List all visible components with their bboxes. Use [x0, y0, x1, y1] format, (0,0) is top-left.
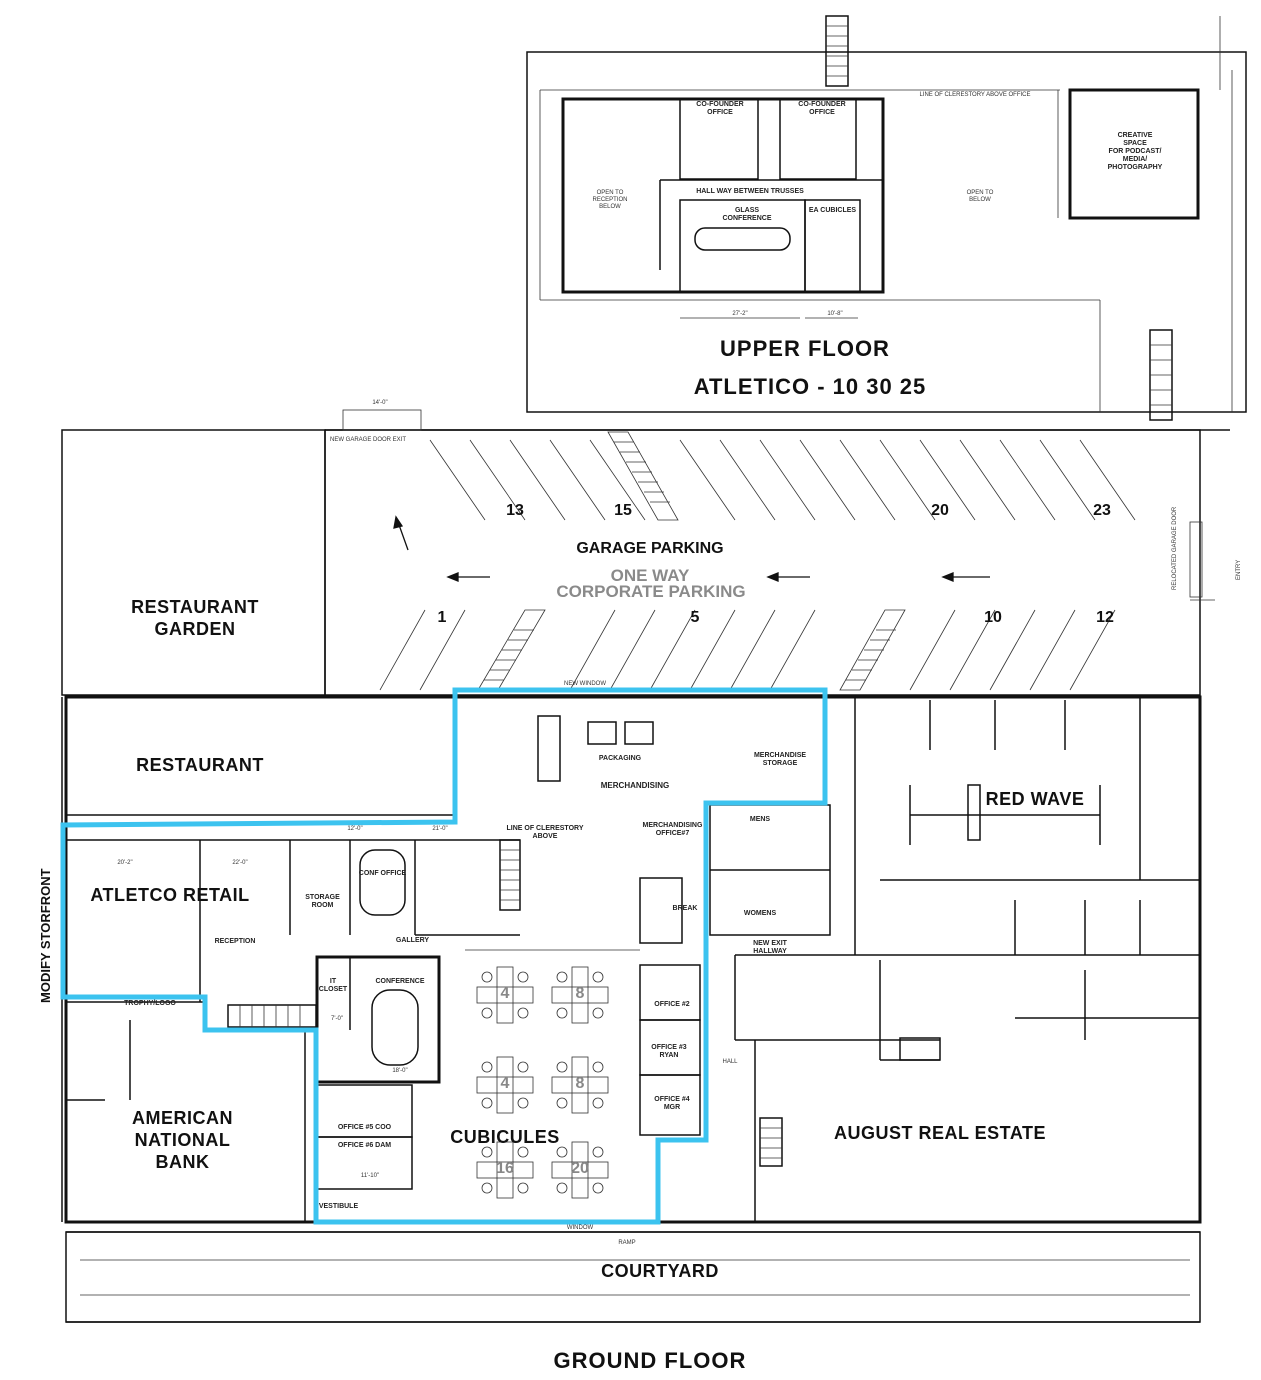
stall-23: 23: [1093, 502, 1111, 519]
hall-label: HALL: [722, 1059, 738, 1065]
packaging: PACKAGING: [598, 755, 642, 762]
cubicle-clusters: [476, 966, 609, 1199]
cubicle-count-16: 16: [496, 1160, 514, 1177]
cubicle-count-8a: 8: [575, 985, 585, 1002]
upper-floor-plan: [526, 15, 1247, 421]
it-closet: IT CLOSET: [318, 978, 348, 993]
new-window-label: NEW WINDOW: [564, 681, 606, 687]
garage-plan: [324, 409, 1230, 696]
restaurant-garden: RESTAURANT GARDEN: [131, 597, 259, 639]
ramp-label: RAMP: [618, 1240, 636, 1246]
window-label: WINDOW: [566, 1225, 594, 1231]
one-way-label: ONE WAY: [610, 566, 690, 585]
office-5-coo: OFFICE #5 COO: [337, 1124, 392, 1131]
new-garage-door-exit: NEW GARAGE DOOR EXIT: [330, 437, 407, 443]
cofounder-office-2: CO-FOUNDER OFFICE: [798, 101, 846, 116]
merchandise-storage: MERCHANDISE STORAGE: [753, 752, 807, 767]
stall-13: 13: [506, 502, 524, 519]
reception: RECEPTION: [214, 938, 256, 945]
red-wave: RED WAVE: [985, 789, 1085, 809]
dim-7-0: 7'-0": [331, 1016, 343, 1022]
relocated-garage-door: RELOCATED GARAGE DOOR: [1172, 506, 1178, 590]
american-national-bank: AMERICAN NATIONAL BANK: [132, 1108, 233, 1172]
ground-floor-plan: [61, 429, 1215, 1323]
merchandising: MERCHANDISING: [600, 781, 670, 790]
glass-conference: GLASS CONFERENCE: [722, 207, 772, 222]
conference-room: CONFERENCE: [375, 978, 425, 985]
office-2: OFFICE #2: [654, 1001, 690, 1008]
upper-floor-title: UPPER FLOOR: [720, 336, 890, 361]
womens-restroom: WOMENS: [743, 910, 777, 917]
office-3-ryan: OFFICE #3 RYAN: [651, 1044, 687, 1059]
cubicle-count-8b: 8: [575, 1075, 585, 1092]
dim-20-2: 20'-2": [117, 860, 133, 866]
garage-parking-title: GARAGE PARKING: [576, 540, 724, 557]
stall-12: 12: [1096, 609, 1114, 626]
atletco-retail: ATLETCO RETAIL: [90, 885, 250, 905]
creative-space: CREATIVE SPACE FOR PODCAST/ MEDIA/ PHOTO…: [1107, 132, 1163, 171]
august-real-estate: AUGUST REAL ESTATE: [833, 1123, 1046, 1143]
dim-18-0: 18'-0": [392, 1068, 408, 1074]
new-exit-hallway: NEW EXIT HALLWAY: [753, 940, 787, 955]
stall-5: 5: [690, 609, 700, 626]
storage-room: STORAGE ROOM: [305, 894, 340, 909]
vestibule: VESTIBULE: [318, 1203, 359, 1210]
dim-12-0: 12'-0": [347, 826, 363, 832]
office-6-dam: OFFICE #6 DAM: [337, 1142, 392, 1149]
dim-21-0: 21'-0": [432, 826, 448, 832]
break-room: BREAK: [672, 905, 698, 912]
stall-15: 15: [614, 502, 632, 519]
clerestory-ground: LINE OF CLERESTORY ABOVE: [506, 825, 584, 840]
upper-floor-subtitle: ATLETICO - 10 30 25: [693, 374, 927, 399]
atletico-highlight-boundary: [60, 687, 828, 1225]
dim-22-0: 22'-0": [232, 860, 248, 866]
ground-floor-title: GROUND FLOOR: [553, 1348, 747, 1373]
open-to-reception: OPEN TO RECEPTION BELOW: [592, 190, 628, 210]
trophy-logo: TROPHY/LOGO: [124, 1000, 176, 1007]
dim-11-10: 11'-10": [360, 1173, 380, 1179]
dim-27-2: 27'-2": [732, 311, 748, 317]
corporate-parking-label: CORPORATE PARKING: [556, 582, 746, 601]
stall-1: 1: [437, 609, 447, 626]
cubicle-count-4a: 4: [500, 985, 510, 1002]
garage-door-dim: 14'-0": [372, 400, 388, 406]
courtyard: COURTYARD: [601, 1261, 719, 1281]
cubicle-count-4b: 4: [500, 1075, 510, 1092]
modify-storefront: MODIFY STORFRONT: [38, 868, 53, 1003]
entry-label: ENTRY: [1236, 559, 1242, 580]
conf-office: CONF OFFICE: [358, 870, 407, 877]
clerestory-upper: LINE OF CLERESTORY ABOVE OFFICE: [919, 92, 1031, 98]
cubicules: CUBICULES: [450, 1127, 560, 1147]
gallery: GALLERY: [395, 937, 430, 944]
cofounder-office-1: CO-FOUNDER OFFICE: [696, 101, 744, 116]
restaurant: RESTAURANT: [136, 755, 264, 775]
hallway-between-trusses: HALL WAY BETWEEN TRUSSES: [696, 188, 804, 195]
stall-10: 10: [984, 609, 1002, 626]
stall-20: 20: [931, 502, 949, 519]
ea-cubicles: EA CUBICLES: [808, 207, 857, 214]
merchandising-office: MERCHANDISING OFFICE#7: [642, 822, 703, 837]
open-to-below: OPEN TO BELOW: [966, 190, 994, 203]
cubicle-count-20: 20: [571, 1160, 589, 1177]
dim-10-8: 10'-8": [827, 311, 843, 317]
office-4-mgr: OFFICE #4 MGR: [654, 1096, 690, 1111]
mens-restroom: MENS: [749, 816, 771, 823]
